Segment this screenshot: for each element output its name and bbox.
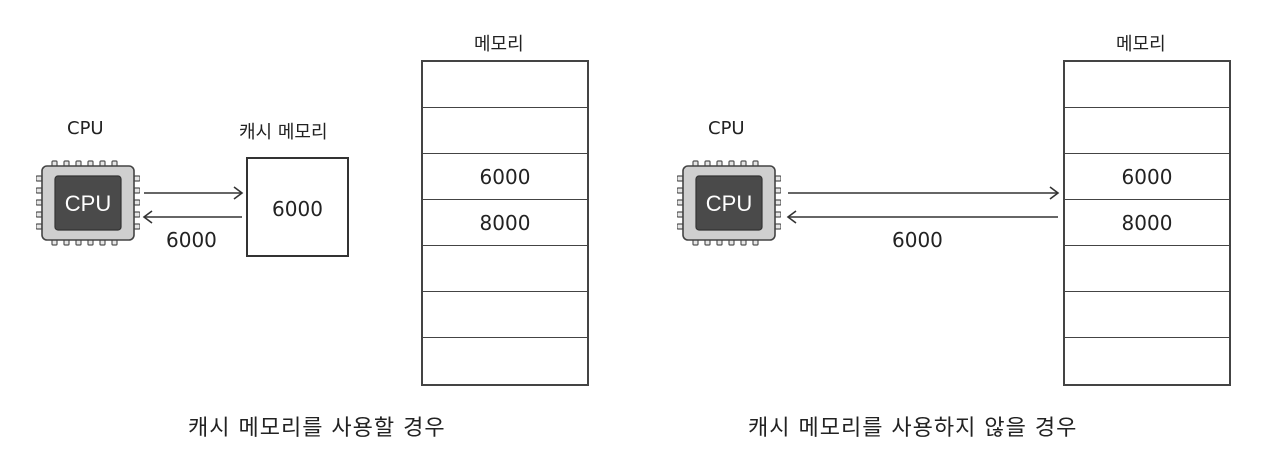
memory-cell: 6000 <box>1065 154 1229 200</box>
transfer-value: 6000 <box>166 228 217 252</box>
memory-cell <box>1065 62 1229 108</box>
memory-block: 6000 8000 <box>421 60 589 386</box>
memory-label: 메모리 <box>1116 34 1166 55</box>
transfer-value: 6000 <box>892 228 943 252</box>
panel-caption: 캐시 메모리를 사용할 경우 <box>188 416 446 441</box>
memory-block: 6000 8000 <box>1063 60 1231 386</box>
memory-cell <box>423 108 587 154</box>
with-cache-panel: CPU CPU 6000 캐시 메모리 6000 메모리 6000 8000 <box>0 0 620 465</box>
cache-memory-label: 캐시 메모리 <box>239 122 328 143</box>
memory-cell <box>1065 292 1229 338</box>
cpu-label: CPU <box>67 118 104 139</box>
panel-caption: 캐시 메모리를 사용하지 않을 경우 <box>748 416 1078 441</box>
cpu-cache-arrows <box>142 186 244 224</box>
memory-cell <box>423 292 587 338</box>
cpu-chip-label: CPU <box>706 191 752 216</box>
cache-memory-box: 6000 <box>246 157 349 257</box>
memory-cell: 8000 <box>423 200 587 246</box>
memory-cell: 8000 <box>1065 200 1229 246</box>
memory-cell <box>1065 108 1229 154</box>
memory-cell <box>423 338 587 384</box>
memory-cell <box>423 246 587 292</box>
cpu-label: CPU <box>708 118 745 139</box>
cpu-chip-icon: CPU <box>677 160 781 246</box>
cpu-chip-label: CPU <box>65 191 111 216</box>
cpu-chip-icon: CPU <box>36 160 140 246</box>
cpu-memory-arrows <box>786 186 1060 224</box>
memory-cell <box>1065 338 1229 384</box>
without-cache-panel: CPU CPU 6000 메모리 6000 8000 캐시 메모리를 사용하지 <box>640 0 1270 465</box>
memory-cell <box>423 62 587 108</box>
memory-cell: 6000 <box>423 154 587 200</box>
cache-value: 6000 <box>272 197 323 221</box>
memory-label: 메모리 <box>474 34 524 55</box>
memory-cell <box>1065 246 1229 292</box>
